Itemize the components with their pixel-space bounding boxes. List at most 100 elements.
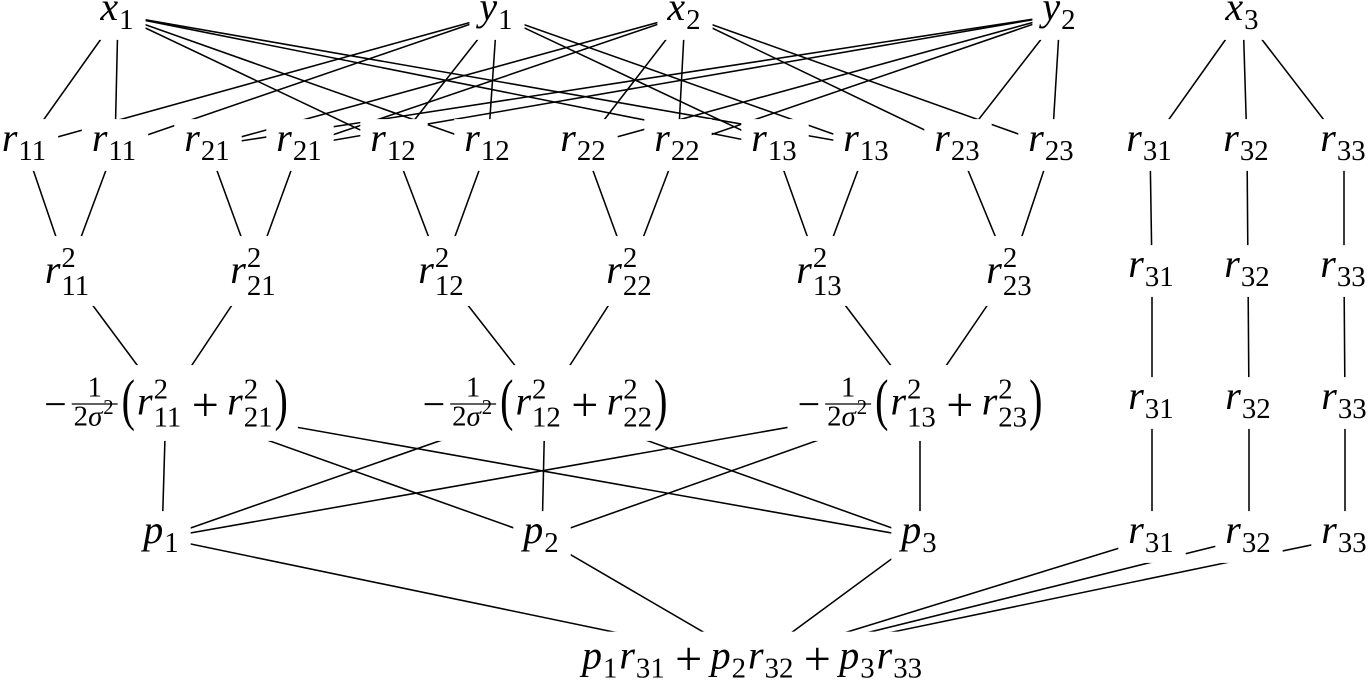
svg-text:σ: σ (842, 401, 858, 433)
svg-text:r: r (515, 378, 531, 423)
svg-text:+: + (804, 632, 831, 684)
svg-text:y: y (475, 0, 497, 29)
node-box-p2 (513, 511, 571, 563)
svg-text:2: 2 (907, 373, 921, 405)
svg-text:r: r (276, 115, 292, 160)
svg-text:2: 2 (544, 527, 558, 559)
svg-text:p: p (708, 633, 731, 678)
svg-text:r: r (1224, 241, 1240, 286)
svg-text:11: 11 (61, 270, 89, 302)
svg-text:2: 2 (623, 242, 637, 274)
svg-text:32: 32 (1242, 527, 1271, 559)
node-box-e1 (34, 365, 298, 441)
svg-text:r: r (606, 247, 622, 292)
node-box-r22a (550, 119, 618, 171)
svg-text:2: 2 (686, 4, 700, 36)
svg-text:σ: σ (467, 401, 483, 433)
svg-text:21: 21 (201, 135, 230, 167)
node-box-r31_3 (1118, 245, 1186, 297)
node-box-r23a (924, 119, 992, 171)
node-box-e3 (787, 365, 1053, 441)
svg-text:r: r (748, 633, 764, 678)
svg-text:+: + (675, 632, 702, 684)
svg-text:(: ( (500, 368, 513, 432)
svg-text:31: 31 (1145, 527, 1174, 559)
svg-text:32: 32 (1241, 261, 1270, 293)
svg-text:2: 2 (452, 401, 466, 433)
svg-text:r: r (45, 247, 61, 292)
svg-text:33: 33 (1337, 135, 1366, 167)
svg-text:): ) (275, 368, 288, 432)
svg-text:p: p (836, 633, 859, 678)
svg-text:r: r (227, 378, 243, 423)
svg-text:r: r (230, 247, 246, 292)
svg-text:23: 23 (951, 135, 980, 167)
svg-text:2: 2 (813, 242, 827, 274)
svg-text:1: 1 (164, 527, 178, 559)
svg-text:22: 22 (671, 135, 700, 167)
node-box-r31_4 (1118, 377, 1186, 429)
node-box-r32_3 (1214, 245, 1282, 297)
svg-text:2: 2 (1003, 242, 1017, 274)
svg-text:31: 31 (1145, 261, 1174, 293)
svg-text:1: 1 (119, 4, 133, 36)
node-box-e2 (412, 365, 678, 441)
svg-text:−: − (44, 382, 67, 427)
svg-text:22: 22 (623, 401, 652, 433)
svg-text:23: 23 (1045, 135, 1074, 167)
node-box-r32_5 (1215, 511, 1283, 563)
svg-text:r: r (464, 115, 480, 160)
svg-text:33: 33 (1338, 393, 1367, 425)
svg-text:σ: σ (88, 401, 104, 433)
node-box-r31_5 (1118, 511, 1186, 563)
svg-text:11: 11 (18, 135, 46, 167)
svg-text:2: 2 (732, 652, 746, 684)
svg-text:r: r (184, 115, 200, 160)
svg-text:1: 1 (87, 371, 101, 403)
svg-text:r: r (1320, 241, 1336, 286)
svg-text:12: 12 (435, 270, 464, 302)
svg-text:2: 2 (827, 401, 841, 433)
svg-text:12: 12 (481, 135, 510, 167)
node-box-sq13 (786, 236, 854, 306)
svg-text:2: 2 (103, 397, 113, 419)
svg-text:x: x (99, 0, 118, 29)
svg-text:r: r (2, 115, 18, 160)
svg-text:23: 23 (998, 401, 1027, 433)
svg-text:1: 1 (498, 4, 512, 36)
svg-text:1: 1 (841, 371, 855, 403)
svg-text:r: r (1126, 115, 1142, 160)
